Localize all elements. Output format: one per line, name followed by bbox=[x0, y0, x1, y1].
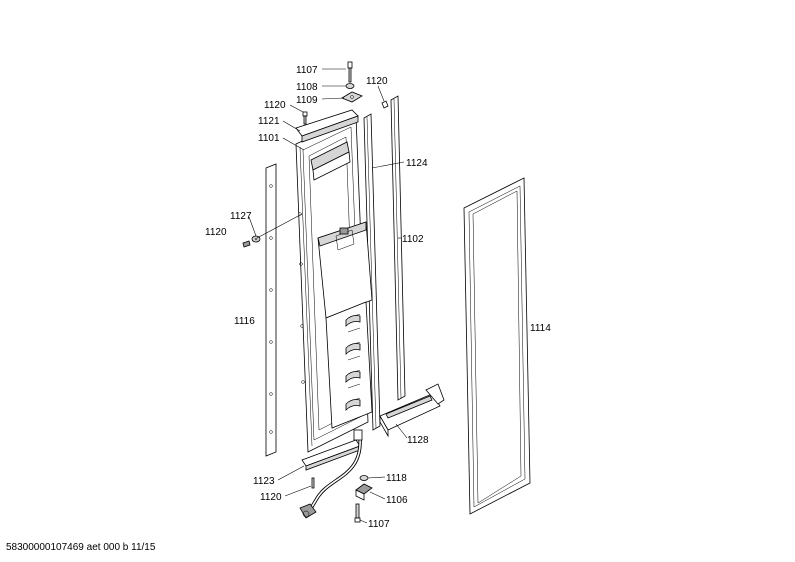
label-1120-top-left: 1120 bbox=[264, 100, 286, 111]
screw-1120-left bbox=[242, 240, 251, 248]
label-1124: 1124 bbox=[406, 158, 428, 169]
bushing-1118 bbox=[359, 475, 369, 481]
panel-holes bbox=[269, 184, 273, 434]
label-1118: 1118 bbox=[386, 473, 407, 484]
label-1120-left: 1120 bbox=[205, 227, 227, 238]
cable-assembly bbox=[299, 429, 363, 519]
document-footer-code: 58300000107469 aet 000 b 11/15 bbox=[6, 542, 156, 553]
label-1120-bottom: 1120 bbox=[260, 492, 282, 503]
left-panel-1116 bbox=[265, 163, 305, 457]
label-1128: 1128 bbox=[407, 435, 429, 446]
screw-1120-top-left bbox=[302, 111, 308, 125]
door-frame-1101 bbox=[295, 115, 373, 453]
leader-lines bbox=[248, 68, 408, 524]
label-1123: 1123 bbox=[253, 476, 275, 487]
label-1102: 1102 bbox=[402, 234, 424, 245]
label-1120-top-right: 1120 bbox=[366, 76, 388, 87]
label-1107-bottom: 1107 bbox=[368, 519, 390, 530]
door-gasket-1114 bbox=[463, 177, 531, 515]
bushing-1108 bbox=[345, 83, 355, 89]
hinge-pin-1107-bottom bbox=[354, 503, 361, 523]
label-1109: 1109 bbox=[296, 95, 318, 106]
hinge-pin-1107-top bbox=[347, 61, 353, 83]
label-1127: 1127 bbox=[230, 211, 252, 222]
label-1108: 1108 bbox=[296, 82, 318, 93]
side-rail-1124 bbox=[363, 113, 381, 431]
label-1121: 1121 bbox=[258, 116, 280, 127]
label-1107-top: 1107 bbox=[296, 65, 318, 76]
hinge-1106 bbox=[355, 483, 373, 501]
screw-1120-top-right bbox=[381, 100, 389, 109]
hinge-plate-1109 bbox=[341, 91, 363, 103]
door-bin-1128 bbox=[379, 383, 445, 438]
screw-1120-bottom bbox=[311, 477, 315, 489]
label-1114: 1114 bbox=[530, 323, 551, 334]
label-1101: 1101 bbox=[258, 133, 280, 144]
top-bracket-1121 bbox=[295, 109, 359, 143]
label-1116: 1116 bbox=[234, 316, 255, 327]
seal-strip-1102 bbox=[390, 95, 406, 401]
part-labels: 1107 1108 1109 1120 1120 1121 1101 1124 … bbox=[205, 65, 551, 530]
label-1106: 1106 bbox=[386, 495, 408, 506]
